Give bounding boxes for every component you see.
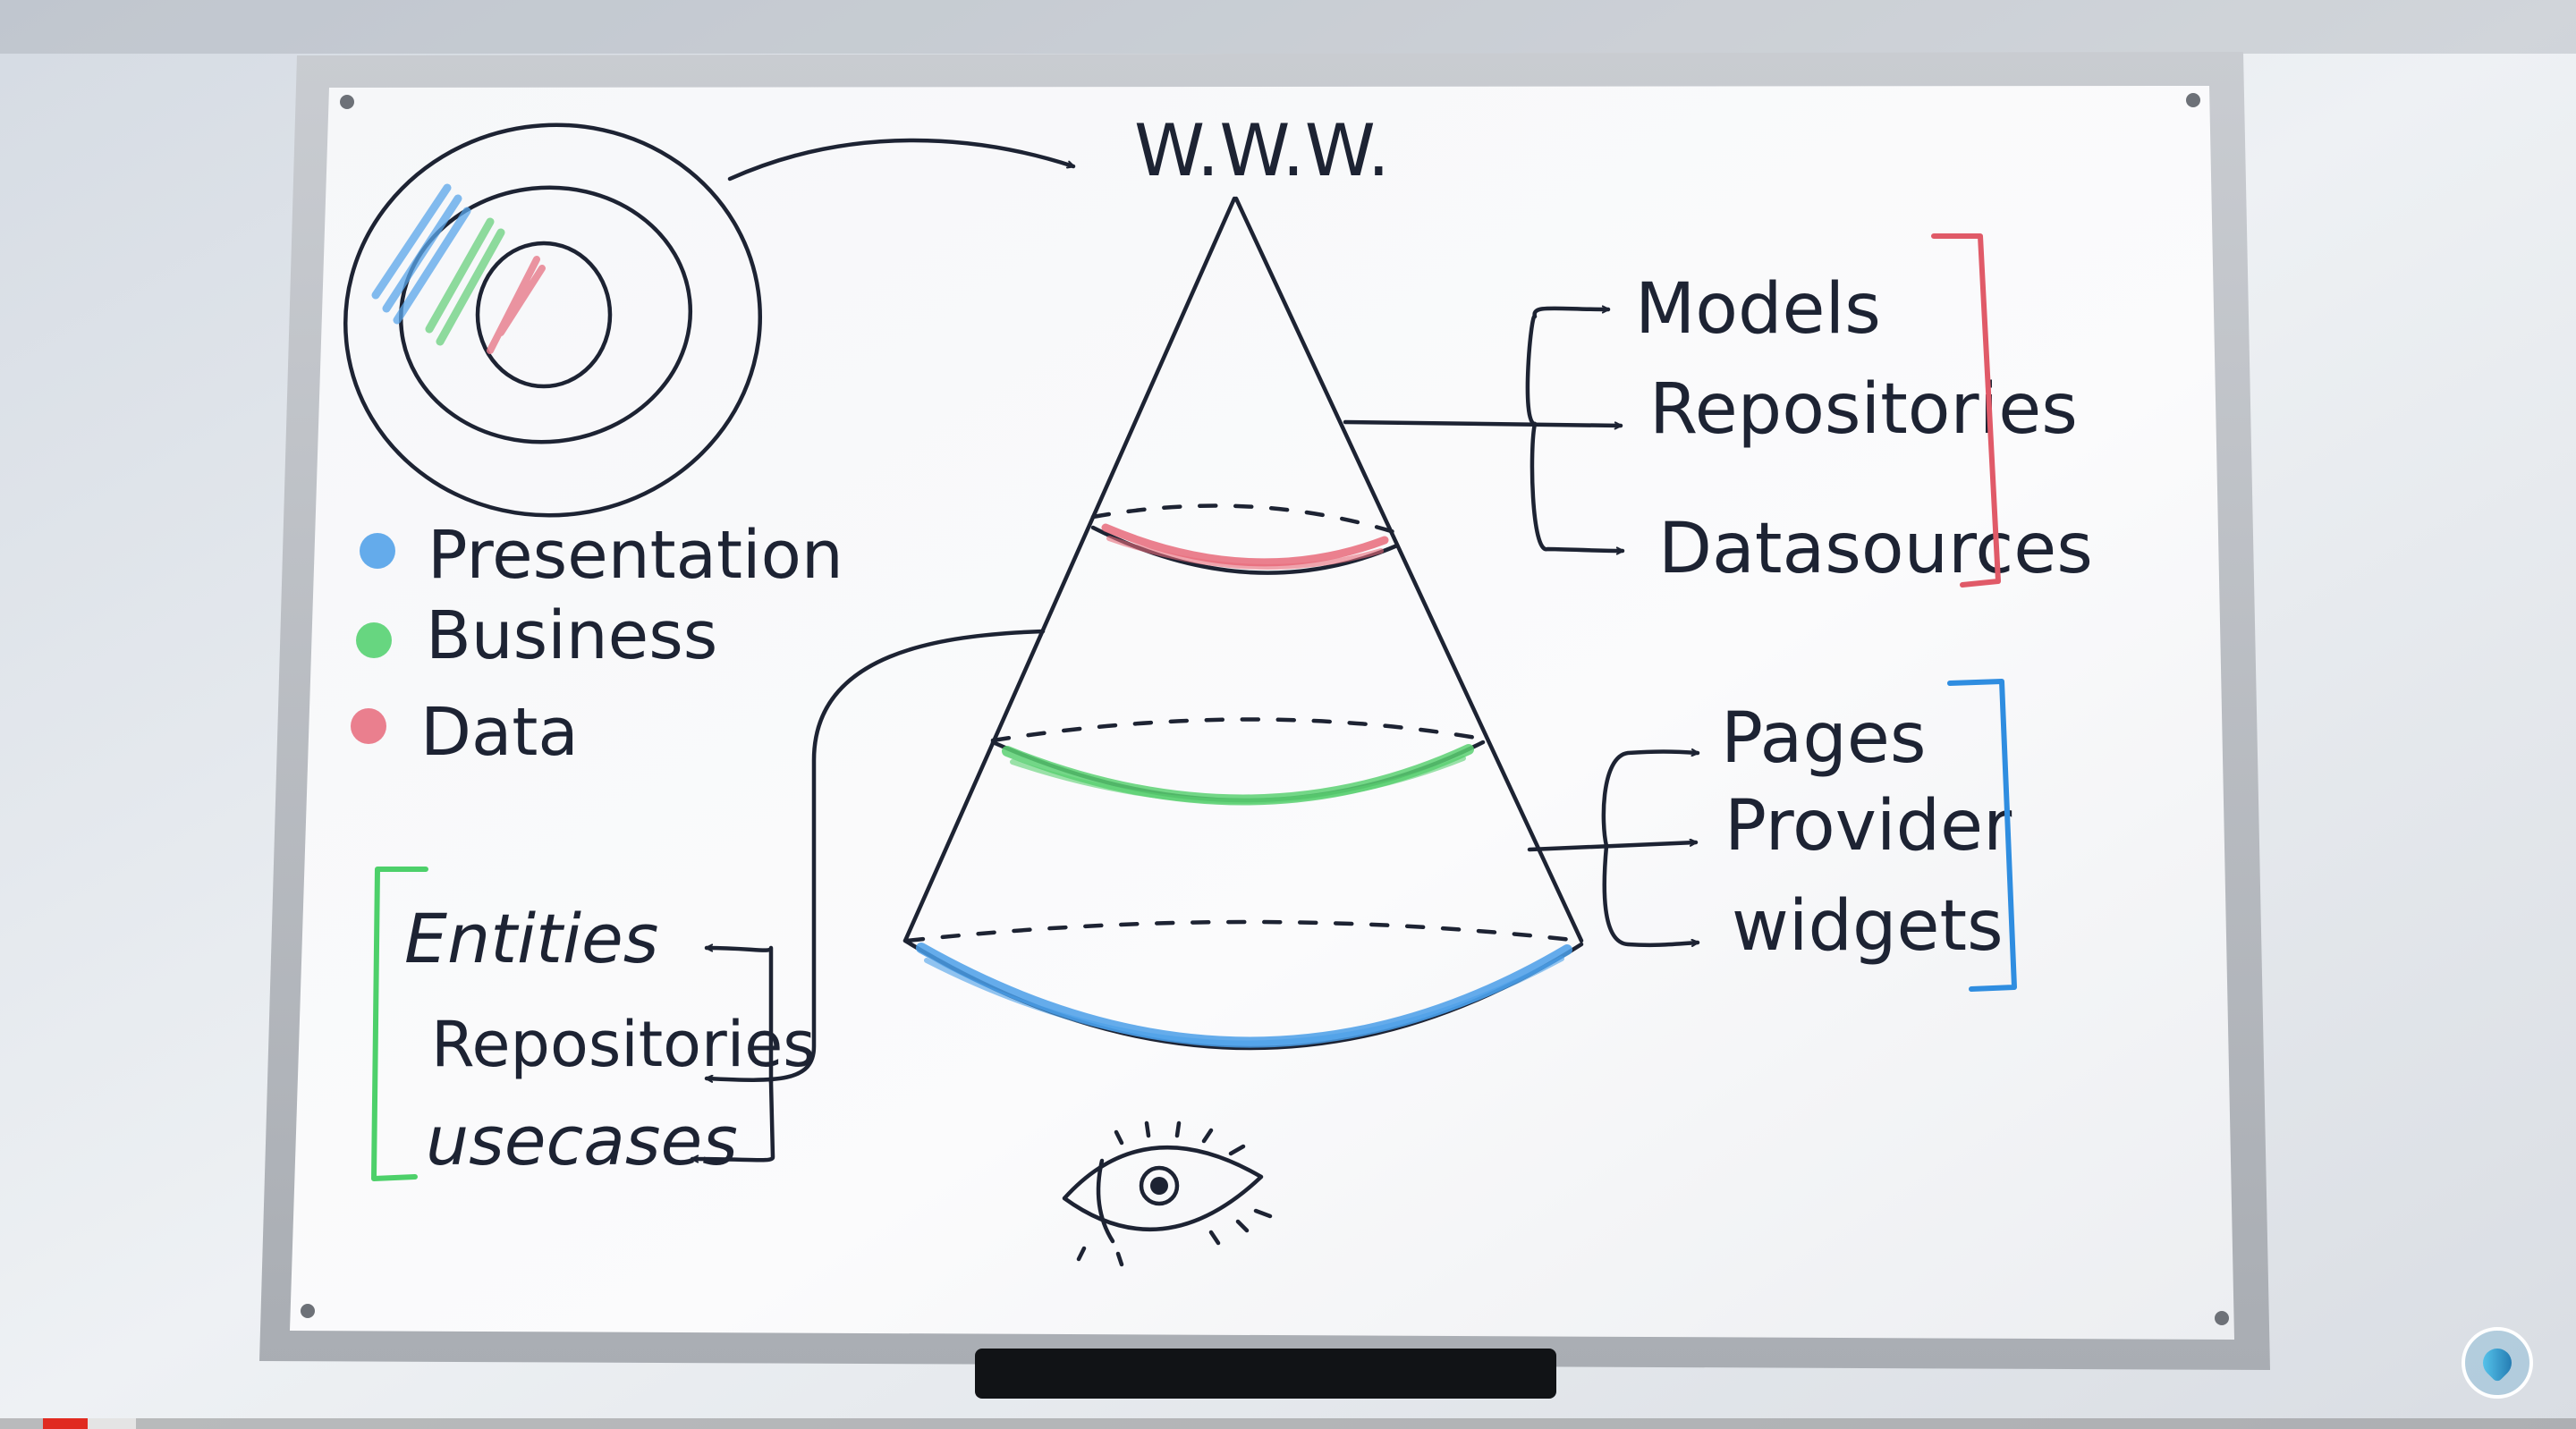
eye-icon <box>1062 1120 1273 1267</box>
wall-top-shadow <box>0 0 2576 54</box>
presentation-layer-branch: Pages Provider widgets <box>1527 679 2017 992</box>
presentation-item-pages: Pages <box>1721 698 1926 779</box>
screw-bottom-right <box>2215 1311 2229 1325</box>
business-item-entities: Entities <box>404 899 658 978</box>
progress-buffered <box>88 1418 136 1429</box>
data-layer-branch: Models Repositories Datasources <box>1343 233 2093 589</box>
screw-top-left <box>340 95 354 109</box>
data-item-repositories: Repositories <box>1649 369 2078 450</box>
presentation-item-widgets: widgets <box>1732 886 2004 967</box>
onion-to-www-arrow <box>727 138 1076 182</box>
legend-label-presentation: Presentation <box>428 517 843 594</box>
legend-label-data: Data <box>420 694 579 771</box>
legend-swatch-business <box>356 622 392 658</box>
legend-label-business: Business <box>426 597 717 674</box>
www-label: W.W.W. <box>1134 109 1390 192</box>
business-item-repositories: Repositories <box>431 1008 816 1081</box>
channel-logo-icon[interactable] <box>2462 1327 2533 1399</box>
data-item-datasources: Datasources <box>1658 509 2093 589</box>
business-layer-branch: Entities Repositories usecases <box>371 629 1046 1181</box>
screw-top-right <box>2186 93 2200 107</box>
legend-swatch-presentation <box>360 533 395 569</box>
legend-swatch-data <box>351 708 386 744</box>
progress-played <box>43 1418 88 1429</box>
marker-tray <box>975 1349 1556 1399</box>
architecture-cone <box>902 196 1584 1051</box>
data-layer-bracket <box>1931 233 2001 588</box>
legend: Presentation Business Data <box>351 517 843 771</box>
presentation-layer-bracket <box>1947 679 2017 992</box>
onion-diagram <box>343 123 762 518</box>
business-layer-bracket <box>371 867 428 1181</box>
presentation-item-provider: Provider <box>1724 786 2012 867</box>
whiteboard-surface <box>290 86 2234 1340</box>
screw-bottom-left <box>301 1304 315 1318</box>
business-item-usecases: usecases <box>426 1101 738 1180</box>
video-progress-bar[interactable] <box>0 1418 2576 1429</box>
data-item-models: Models <box>1635 269 1881 350</box>
